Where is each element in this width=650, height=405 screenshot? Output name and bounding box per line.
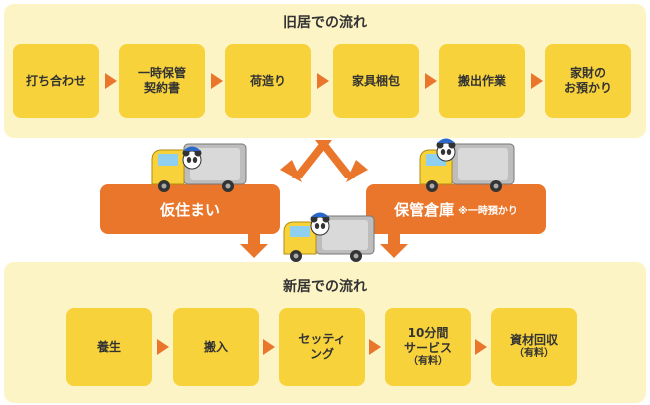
storage-warehouse-box: 保管倉庫 ※一時預かり: [366, 184, 546, 234]
flow-arrow: [211, 73, 223, 89]
step-label-line2: 契約書: [143, 81, 180, 95]
step-label-line2: お預かり: [563, 81, 612, 95]
step-label: 搬出作業: [457, 73, 506, 88]
flow-arrow: [105, 73, 117, 89]
old-residence-panel: [4, 4, 646, 138]
step-label: 打ち合わせ: [25, 73, 86, 88]
step-label-line1: 10分間: [407, 325, 449, 340]
flow-arrow: [263, 339, 275, 355]
flow-arrow: [369, 339, 381, 355]
step-label-line2: ング: [309, 347, 334, 361]
temporary-residence-label: 仮住まい: [159, 200, 220, 219]
step-label: 家具梱包: [351, 73, 400, 88]
panda-truck-icon: [151, 143, 247, 192]
temporary-residence-box: 仮住まい: [100, 184, 280, 234]
step-carry-out: 搬出作業: [439, 44, 525, 118]
step-label-line1: 家財の: [569, 66, 606, 80]
step-meeting: 打ち合わせ: [13, 44, 99, 118]
panda-truck-icon: [419, 138, 515, 192]
down-arrow-icon: [240, 232, 268, 258]
step-furniture-packing: 家具梱包: [333, 44, 419, 118]
step-setting: セッティング: [279, 308, 365, 386]
step-label: 荷造り: [249, 73, 286, 88]
step-material-collection: 資材回収（有料）: [491, 308, 577, 386]
step-label-line2: サービス: [403, 340, 452, 355]
flow-arrow: [157, 339, 169, 355]
step-belongings-deposit: 家財のお預かり: [545, 44, 631, 118]
flow-arrow: [475, 339, 487, 355]
flow-arrow: [531, 73, 543, 89]
storage-note: ※一時預かり: [458, 205, 518, 217]
step-protection: 養生: [66, 308, 152, 386]
step-carry-in: 搬入: [173, 308, 259, 386]
new-residence-title: 新居での流れ: [283, 279, 367, 295]
step-label-line1: 一時保管: [137, 66, 186, 80]
step-packing: 荷造り: [225, 44, 311, 118]
storage-warehouse-label: 保管倉庫: [394, 200, 455, 219]
split-arrow-icon: [280, 140, 368, 182]
flow-arrow: [425, 73, 437, 89]
step-label: 養生: [96, 339, 121, 354]
down-arrow-icon: [380, 232, 408, 258]
step-10min-service: 10分間サービス（有料）: [385, 308, 471, 386]
step-label-line1: 資材回収: [509, 333, 558, 348]
step-sub-label: （有料）: [513, 348, 554, 360]
old-residence-title: 旧居での流れ: [283, 15, 367, 31]
panda-truck-icon: [283, 212, 375, 262]
step-sub-label: （有料）: [407, 355, 448, 367]
step-label: 搬入: [203, 339, 228, 354]
step-label-line1: セッティ: [298, 332, 346, 346]
step-storage-contract: 一時保管契約書: [119, 44, 205, 118]
flow-arrow: [317, 73, 329, 89]
